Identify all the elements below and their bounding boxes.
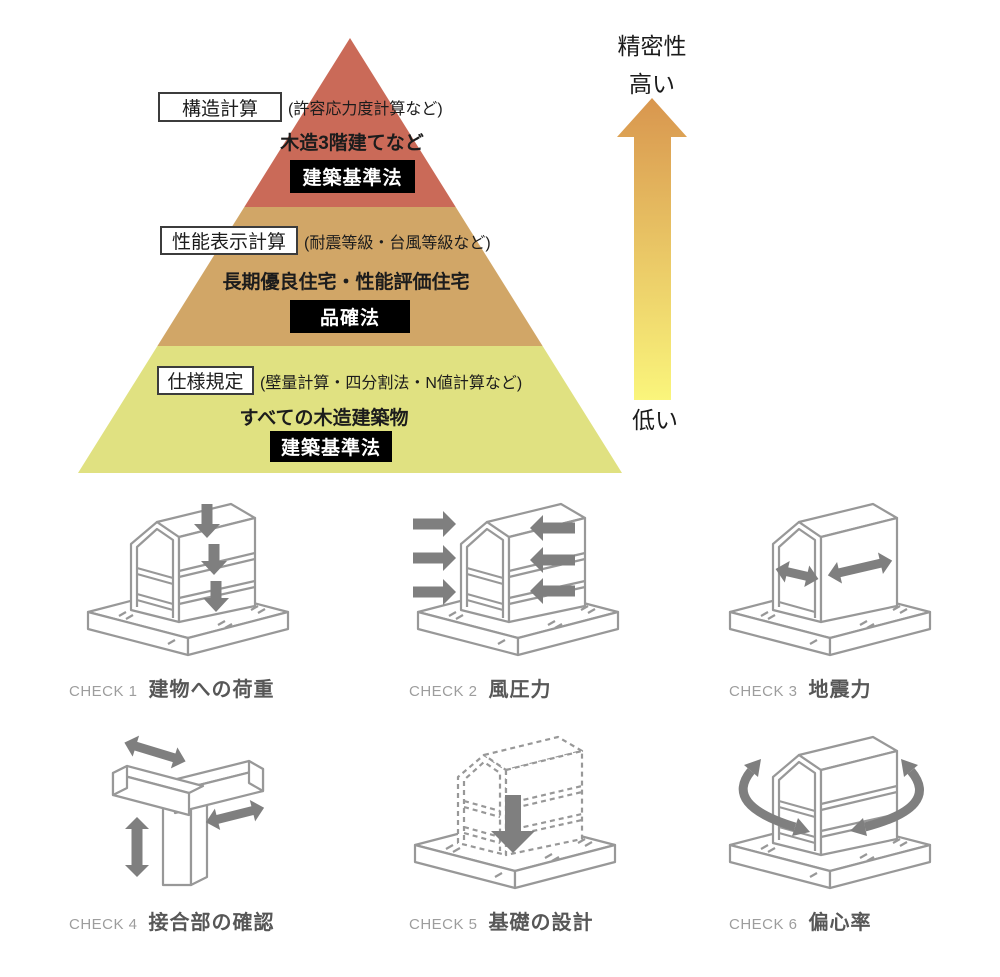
torsion-arrows [738,759,924,836]
foundation-load-arrow [491,795,535,853]
level-1-tag-box: 構造計算 [158,92,282,122]
level-1-note: (許容応力度計算など) [288,101,443,118]
check-2-title: 風圧力 [488,679,552,701]
timber-joint [111,759,265,887]
level-1-target: 木造3階建てなど [280,133,424,154]
check-5-title: 基礎の設計 [488,912,594,934]
check-3-card: CHECK 3 地震力 [715,494,1000,709]
level-1-tag-label: 構造計算 [181,98,258,120]
level-2-law-box: 品確法 [290,300,410,333]
check-4-title: 接合部の確認 [148,912,275,934]
foundation-design-icon [413,735,617,890]
check-1-title: 建物への荷重 [148,679,275,701]
level-2-tag-label: 性能表示計算 [171,232,286,253]
vertical-load-house-icon [86,502,290,657]
check-3-title: 地震力 [808,679,872,701]
precision-axis-title: 精密性 [617,33,687,59]
check-4-tag: CHECK 4 [69,916,138,933]
level-3-tag-label: 仕様規定 [167,372,244,393]
level-1-law-box: 建築基準法 [290,160,415,193]
pyramid-graphic [78,38,687,473]
timber-joint-icon [111,735,265,887]
level-3-note: (壁量計算・四分割法・N値計算など) [260,374,523,392]
check-1-card: CHECK 1 建物への荷重 [55,494,375,709]
wind-arrows [413,511,575,605]
level-3-law-box: 建築基準法 [270,431,392,462]
check-5-card: CHECK 5 基礎の設計 [395,727,715,942]
check-1-tag: CHECK 1 [69,683,138,700]
level-2-target: 長期優良住宅・性能評価住宅 [222,272,470,293]
check-6-card: CHECK 6 偏心率 [715,727,1000,942]
check-3-tag: CHECK 3 [729,683,798,700]
check-5-tag: CHECK 5 [409,916,478,933]
eccentricity-house-icon [728,735,932,890]
precision-high-label: 高い [629,71,675,97]
seismic-force-house-icon [728,502,932,657]
level-3-target: すべての木造建築物 [239,408,409,429]
level-2-note: (耐震等級・台風等級など) [304,234,491,252]
down-load-arrows [194,504,229,612]
joint-force-arrows [124,735,265,877]
check-6-title: 偏心率 [808,912,872,934]
seismic-arrows [775,552,893,587]
level-3-tag-box: 仕様規定 [157,366,254,395]
level-2-tag-box: 性能表示計算 [160,226,298,255]
check-4-card: CHECK 4 接合部の確認 [55,727,375,942]
check-6-tag: CHECK 6 [729,916,798,933]
wind-pressure-house-icon [413,502,620,657]
check-2-card: CHECK 2 風圧力 [395,494,715,709]
precision-low-label: 低い [632,407,678,433]
check-2-tag: CHECK 2 [409,683,478,700]
precision-arrow-icon [617,98,687,400]
